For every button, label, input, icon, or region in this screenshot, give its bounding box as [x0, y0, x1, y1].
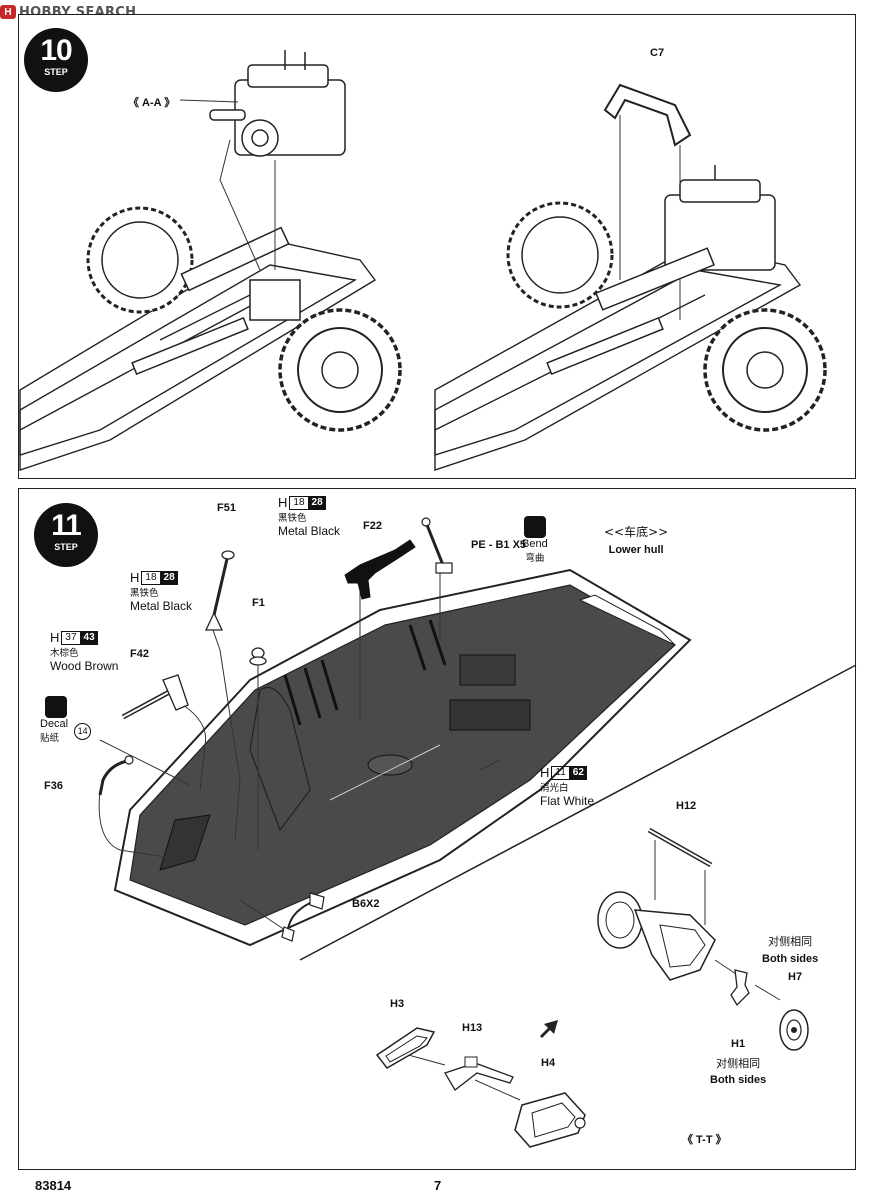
step-11-number: 11 — [51, 509, 82, 542]
part-c7-label: C7 — [650, 47, 665, 59]
part-h1-icon — [730, 969, 750, 1007]
paint-cn-name: 消光白 — [540, 783, 569, 794]
part-f42-label: F42 — [130, 648, 149, 660]
both-sides-cn: 对侧相同 — [716, 1057, 761, 1070]
paint-flat-white: H 11 62 消光白 Flat White — [540, 765, 594, 808]
paint-cn-name: 木棕色 — [50, 648, 79, 659]
part-h12-icon — [647, 827, 713, 868]
wheel-front-icon — [703, 308, 827, 432]
part-h3-icon — [375, 1027, 436, 1069]
paint-number: 28 — [160, 570, 178, 585]
part-b6x2-label: B6X2 — [352, 898, 380, 910]
engine-icon — [664, 165, 776, 271]
part-f42-icon — [121, 674, 189, 720]
step-11-badge: 11 STEP — [34, 503, 98, 567]
paint-code: 37 — [61, 630, 81, 645]
bend-instruction: Bend 弯曲 — [522, 516, 548, 564]
paint-number: 43 — [80, 630, 98, 645]
both-sides-cn: 对侧相同 — [768, 935, 813, 948]
part-h7-icon — [779, 1009, 809, 1051]
step-10-left-illustration — [19, 50, 402, 471]
part-h7-label: H7 — [788, 971, 803, 983]
part-pe-icon — [421, 517, 453, 574]
decal-cn-label: 贴纸 — [40, 733, 60, 744]
both-sides-en: Both sides — [762, 953, 819, 965]
step-10-number: 10 — [40, 34, 72, 67]
paint-wood-brown: H 37 43 木棕色 Wood Brown — [50, 630, 118, 673]
paint-cn-name: 黑铁色 — [278, 513, 307, 524]
paint-metal-black-top: H 18 28 黑铁色 Metal Black — [278, 495, 340, 538]
page-number: 7 — [434, 1178, 442, 1193]
paint-en-name: Wood Brown — [50, 659, 119, 673]
part-f51-icon — [204, 550, 235, 631]
decal-label: Decal — [40, 718, 69, 730]
paint-prefix: H — [130, 570, 140, 585]
direction-arrow-icon — [540, 1020, 558, 1038]
paint-code: 11 — [551, 765, 570, 780]
part-f22-label: F22 — [363, 520, 382, 532]
both-sides-note-2: 对侧相同 Both sides — [710, 1055, 766, 1086]
part-pe-label: PE - B1 X5 — [471, 539, 527, 551]
step-10-word: STEP — [44, 67, 68, 77]
bend-cn-label: 弯曲 — [525, 553, 545, 564]
paint-en-name: Flat White — [540, 794, 595, 808]
step-11-word: STEP — [54, 542, 78, 552]
wheel-front-icon — [278, 308, 402, 432]
watermark-logo-icon: H — [0, 5, 16, 19]
lower-hull-title: <<车底>> Lower hull — [604, 523, 668, 556]
wheel-rear-icon — [86, 206, 194, 314]
paint-number: 28 — [308, 495, 326, 510]
paint-number: 62 — [569, 765, 587, 780]
bend-label: Bend — [522, 538, 548, 550]
paint-prefix: H — [278, 495, 288, 510]
part-h3-label: H3 — [390, 998, 405, 1010]
paint-code: 18 — [289, 495, 309, 510]
part-h4-icon — [514, 1092, 586, 1148]
decal-instruction: Decal 贴纸 14 — [40, 696, 92, 744]
part-b6x2-icon — [281, 892, 325, 942]
part-c7-icon — [603, 83, 692, 147]
engine-icon — [209, 50, 346, 157]
lower-hull-en: Lower hull — [608, 544, 664, 556]
part-f22-icon — [344, 539, 416, 600]
wheel-rear-icon — [506, 201, 614, 309]
part-h13-label: H13 — [462, 1022, 483, 1034]
lower-hull-cn: <<车底>> — [604, 525, 669, 539]
paint-metal-black-left: H 18 28 黑铁色 Metal Black — [130, 570, 192, 613]
paint-code: 18 — [141, 570, 161, 585]
bend-icon — [523, 516, 546, 538]
lower-hull-illustration — [113, 568, 692, 947]
decal-icon — [45, 696, 67, 718]
part-h4-label: H4 — [541, 1057, 556, 1069]
both-sides-en: Both sides — [710, 1074, 767, 1086]
paint-cn-name: 黑铁色 — [130, 588, 159, 599]
part-h12-label: H12 — [676, 800, 697, 812]
part-h1-label: H1 — [731, 1038, 746, 1050]
product-code: 83814 — [35, 1178, 72, 1193]
part-f51-label: F51 — [217, 502, 236, 514]
paint-en-name: Metal Black — [130, 599, 193, 613]
paint-prefix: H — [540, 765, 550, 780]
part-f1-icon — [249, 647, 267, 666]
paint-prefix: H — [50, 630, 60, 645]
part-f36-label: F36 — [44, 780, 63, 792]
step-10-badge: 10 STEP — [24, 28, 88, 92]
part-f36-icon — [98, 755, 134, 796]
suspension-assembly-icon — [597, 891, 716, 981]
step-10-right-illustration — [434, 83, 827, 471]
view-aa-label: 《 A-A 》 — [128, 97, 176, 109]
paint-en-name: Metal Black — [278, 524, 341, 538]
part-h13-icon — [444, 1056, 514, 1091]
decal-number: 14 — [74, 722, 92, 740]
view-tt-label: 《 T-T 》 — [682, 1134, 727, 1146]
part-f1-label: F1 — [252, 597, 265, 609]
both-sides-note-1: 对侧相同 Both sides — [762, 933, 818, 965]
